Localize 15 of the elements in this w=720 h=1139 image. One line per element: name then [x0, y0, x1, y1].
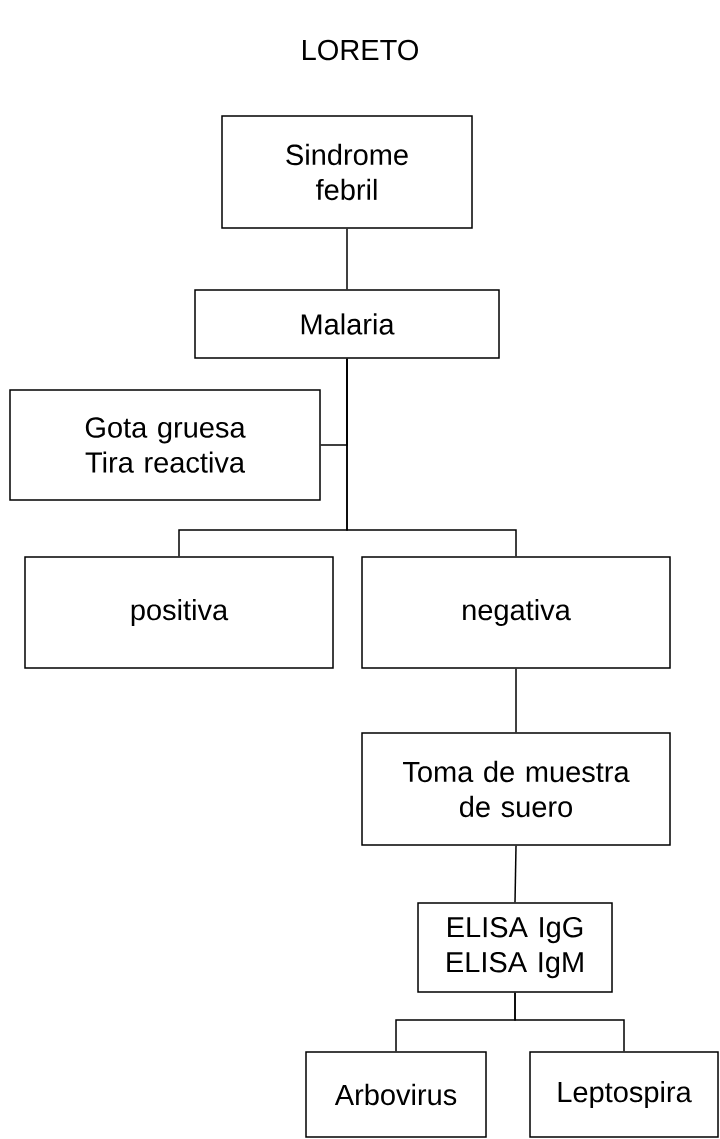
process-box: ELISA IgG ELISA IgM: [417, 902, 613, 993]
process-box: Sindrome febril: [221, 115, 473, 229]
process-box: positiva: [24, 556, 334, 669]
process-box: Malaria: [194, 289, 500, 359]
process-box: Gota gruesa Tira reactiva: [9, 389, 321, 501]
process-box: negativa: [361, 556, 671, 669]
connector-line: [515, 668, 517, 733]
process-box: Arbovirus: [305, 1051, 487, 1138]
connector-line: [514, 845, 517, 903]
title: LORETO: [303, 39, 418, 61]
process-box: Toma de muestra de suero: [361, 732, 671, 846]
connector-line: [346, 228, 348, 290]
connector-line: [514, 992, 625, 1052]
process-box: Leptospira: [529, 1051, 719, 1138]
connector-line: [346, 358, 517, 557]
